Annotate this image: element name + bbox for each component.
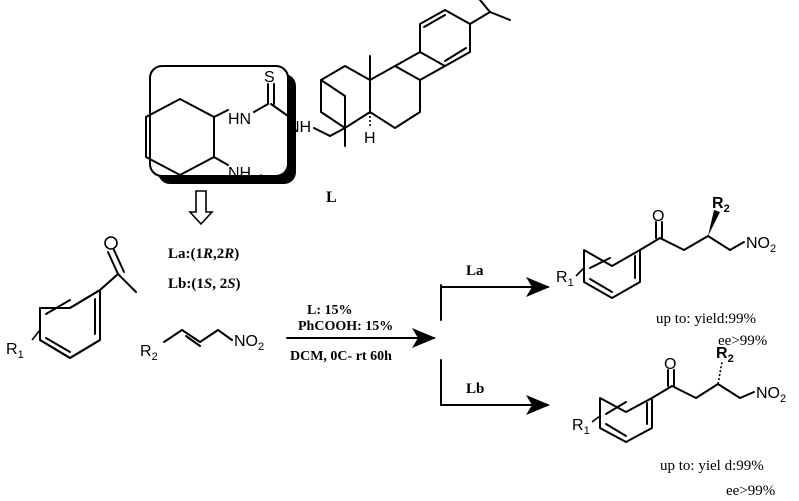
la-ee: ee>99%	[718, 333, 767, 349]
ring-a	[320, 79, 346, 129]
nitroalkene: R2 NO2	[140, 329, 264, 363]
ligand-structure: HN NH 2 S NH H L	[145, 0, 511, 206]
la-configuration: La:(1R,2R)	[168, 246, 239, 262]
bond-nh-ch2	[313, 127, 331, 137]
ketone-c-ring	[99, 273, 119, 291]
ketone-r1: R1	[6, 341, 24, 361]
lb-ee: ee>99%	[726, 483, 775, 499]
isopropyl-2	[479, 0, 491, 13]
ketone-oxygen	[104, 236, 118, 250]
ketone-co-2	[113, 249, 125, 273]
lb-yield: up to: yiel d:99%	[660, 458, 764, 474]
alkene-r2: R2	[140, 343, 158, 363]
product-lb-hash	[717, 361, 723, 385]
la-branch-label: La	[466, 263, 484, 279]
ring-b	[369, 65, 421, 129]
product-lb-r2: R2	[716, 345, 734, 365]
product-la-wedge	[708, 210, 720, 236]
product-la-r2: R2	[712, 195, 730, 215]
product-la-r1: R1	[556, 269, 574, 289]
product-lb-oxygen: O	[664, 356, 676, 373]
ring-b-c	[419, 65, 446, 81]
lb-configuration: Lb:(1S, 2S)	[168, 276, 241, 292]
alkene-nitro: NO2	[234, 333, 264, 353]
isopropyl-3	[489, 11, 511, 21]
la-yield: up to: yield:99%	[656, 311, 756, 327]
bond-nh-c	[253, 103, 269, 113]
ligand-variant-arrow	[188, 190, 214, 226]
reaction-conditions: L: 15% PhCOOH: 15% DCM, 0C- rt 60h	[286, 303, 436, 364]
bond-c-nh	[270, 103, 289, 117]
nh-label-2: NH	[288, 119, 311, 136]
ketone-co-1	[107, 251, 119, 275]
aromatic-inner-1	[423, 14, 446, 28]
branch-lines: La Lb	[440, 263, 550, 415]
product-la: O R2 NO2 R1 up to: yield:99% ee>99%	[556, 195, 776, 349]
amine-subscript: 2	[258, 173, 264, 185]
nh-label-1: HN	[228, 111, 251, 128]
product-lb-r1: R1	[572, 417, 590, 437]
bond-ch2-c4	[329, 127, 346, 137]
ligand-label: L	[326, 189, 337, 206]
additive-loading: PhCOOH: 15%	[298, 319, 393, 334]
aryl-ketone: R1	[6, 236, 137, 361]
product-la-oxygen: O	[652, 208, 664, 225]
product-la-nitro: NO2	[746, 235, 776, 255]
ligand-highlight-box	[149, 65, 289, 177]
bond-ring-nh2	[213, 156, 229, 166]
product-lb: O R2 NO2 R1 up to: yiel d:99% ee>99%	[572, 345, 786, 499]
aromatic-inner-2	[444, 47, 467, 62]
isopropyl-1	[469, 11, 491, 25]
catalyst-loading: L: 15%	[307, 303, 353, 318]
solvent-temp-time: DCM, 0C- rt 60h	[290, 349, 392, 364]
bond-ring-nh	[213, 109, 229, 118]
aromatic-ring	[394, 9, 471, 67]
sulfur-label: S	[264, 69, 275, 86]
hydrogen-label: H	[364, 130, 376, 147]
ketone-methyl	[117, 273, 137, 293]
lb-branch-label: Lb	[466, 381, 484, 397]
product-lb-nitro: NO2	[756, 385, 786, 405]
amine-label: NH	[228, 165, 251, 182]
